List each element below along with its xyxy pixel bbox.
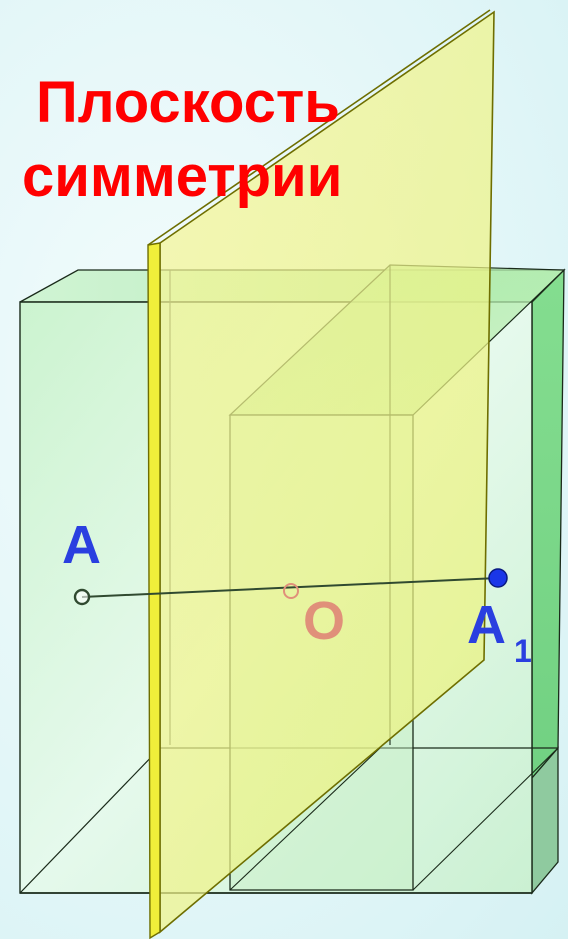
inner-prism-bottom-diagonal-left [229,747,381,891]
title-line-1: Плоскость [36,70,340,135]
plane-thickness-edge [147,242,161,939]
box-right-face [531,268,565,780]
point-a-marker [73,588,91,606]
inner-prism-bottom-diagonal-right [412,747,559,891]
box-hidden-edge-diagonal [19,747,161,894]
title-line-2: симметрии [22,144,342,209]
point-a1-label: A [467,595,506,655]
center-o-label: O [303,591,345,651]
plane-top-edge [147,9,491,246]
point-a1-marker [488,568,508,588]
point-a1-subscript: 1 [514,633,532,669]
point-a-label: A [62,515,101,575]
point-o-marker [283,583,299,599]
symmetry-plane [147,9,495,939]
segment-a-a1 [81,577,499,598]
symmetry-segment [73,568,508,606]
